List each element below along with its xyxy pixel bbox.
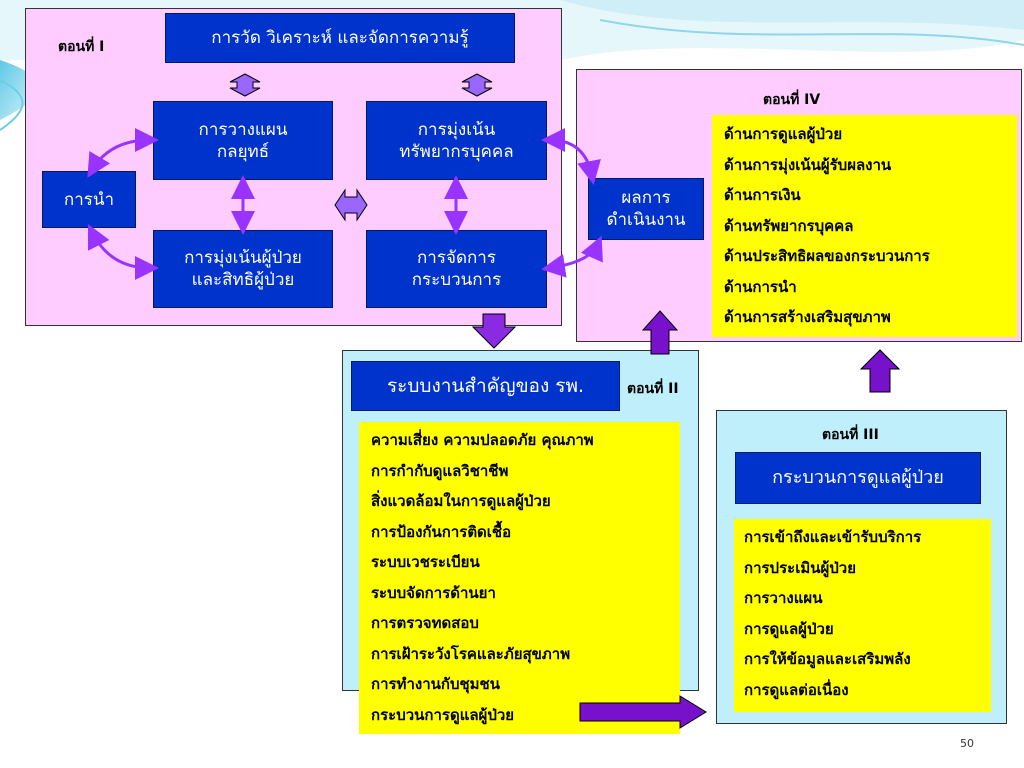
key-systems-box[interactable]: ระบบงานสำคัญของ รพ. (351, 361, 620, 411)
list-item: การประเมินผู้ป่วย (744, 558, 856, 577)
measurement-box[interactable]: การวัด วิเคราะห์ และจัดการความรู้ (165, 13, 515, 63)
list-item: ด้านการมุ่งเน้นผู้รับผลงาน (724, 155, 892, 174)
part3-label: ตอนที่ III (822, 427, 879, 443)
list-item: การวางแผน (744, 589, 823, 607)
list-item: การเข้าถึงและเข้ารับบริการ (744, 528, 922, 546)
list-item: การดูแลต่อเนื่อง (744, 680, 849, 699)
list-item: สิ่งแวดล้อมในการดูแลผู้ป่วย (371, 492, 551, 510)
results-box[interactable]: ผลการ ดำเนินงาน (588, 178, 704, 240)
list-item: ด้านทรัพยากรบุคคล (724, 216, 854, 235)
process-mgmt-box[interactable]: การจัดการ กระบวนการ (366, 230, 547, 308)
part2-system-list: ความเสี่ยง ความปลอดภัย คุณภาพ การกำกับดู… (359, 422, 680, 734)
list-item: การดูแลผู้ป่วย (744, 619, 834, 638)
patient-care-process-box[interactable]: กระบวนการดูแลผู้ป่วย (735, 452, 981, 504)
list-item: การทำงานกับชุมชน (371, 675, 500, 693)
list-item: ความเสี่ยง ความปลอดภัย คุณภาพ (371, 431, 594, 449)
list-item: กระบวนการดูแลผู้ป่วย (371, 705, 515, 724)
list-item: ด้านการดูแลผู้ป่วย (724, 125, 843, 143)
list-item: การป้องกันการติดเชื้อ (371, 522, 512, 541)
hr-focus-box[interactable]: การมุ่งเน้น ทรัพยากรบุคคล (366, 101, 547, 180)
list-item: ด้านการนำ (724, 277, 797, 296)
list-item: การกำกับดูแลวิชาชีพ (371, 461, 509, 480)
leadership-box[interactable]: การนำ (42, 171, 136, 228)
list-item: ด้านการเงิน (724, 186, 801, 204)
list-item: การเฝ้าระวังโรคและภัยสุขภาพ (371, 644, 571, 663)
part3-care-list: การเข้าถึงและเข้ารับบริการ การประเมินผู้… (734, 519, 991, 712)
patient-focus-box[interactable]: การมุ่งเน้นผู้ป่วย และสิทธิผู้ป่วย (153, 230, 333, 308)
page-number: 50 (960, 737, 974, 750)
list-item: การตรวจทดสอบ (371, 614, 479, 632)
list-item: ระบบจัดการด้านยา (371, 583, 496, 602)
part4-label: ตอนที่ IV (763, 92, 821, 108)
part4-result-list: ด้านการดูแลผู้ป่วย ด้านการมุ่งเน้นผู้รับ… (712, 115, 1017, 337)
list-item: ระบบเวชระเบียน (371, 553, 480, 571)
part2-label: ตอนที่ II (627, 381, 679, 397)
strategy-box[interactable]: การวางแผน กลยุทธ์ (153, 101, 333, 180)
list-item: ด้านประสิทธิผลของกระบวนการ (724, 247, 930, 265)
part1-label: ตอนที่ I (58, 39, 105, 55)
list-item: การให้ข้อมูลและเสริมพลัง (744, 650, 911, 668)
list-item: ด้านการสร้างเสริมสุขภาพ (724, 308, 891, 326)
